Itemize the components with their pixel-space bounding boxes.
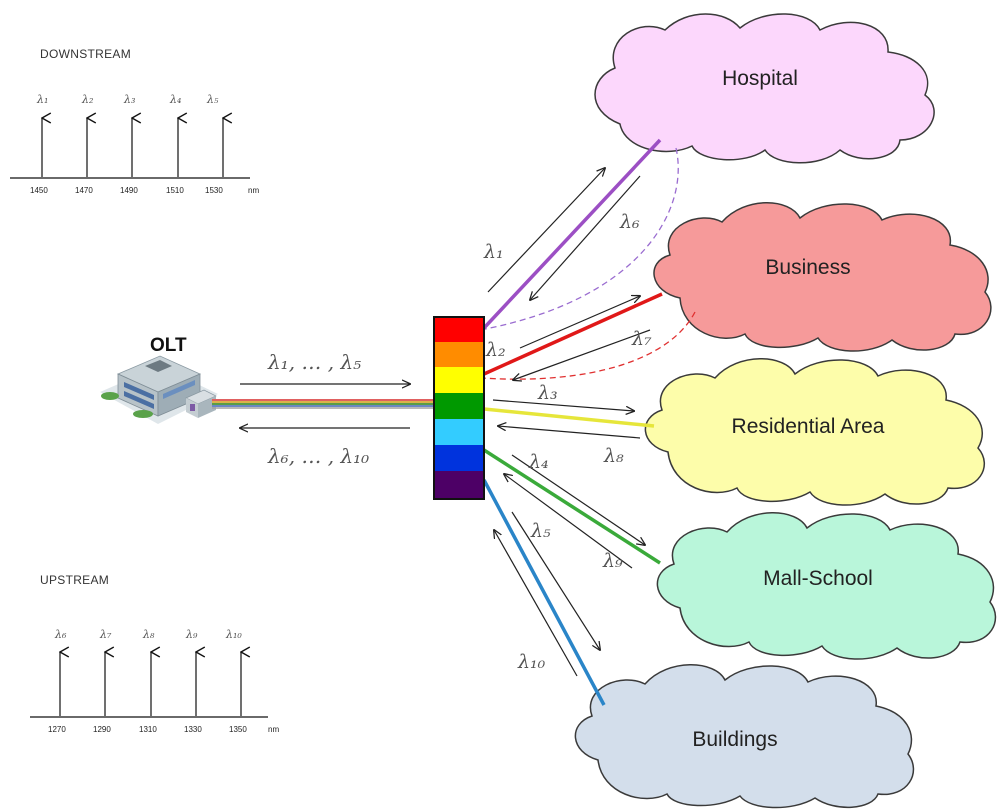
- cloud-hospital-label: Hospital: [722, 67, 798, 90]
- downstream-tick-3: 1490: [120, 186, 138, 195]
- arrow-lambda7-up: [513, 329, 651, 380]
- downstream-lambda-2: λ₂: [81, 93, 93, 106]
- demux-band-7: [434, 471, 484, 499]
- upstream-spectrum: UPSTREAM λ₆ 1270 λ₇ 1290 λ₈ 1310 λ₉ 1330…: [30, 573, 279, 734]
- upstream-lambda-4: λ₉: [185, 628, 198, 641]
- demux-filter: [433, 316, 485, 500]
- label-lambda7: λ₇: [631, 328, 652, 350]
- demux-band-5: [434, 419, 484, 445]
- cloud-residential-label: Residential Area: [732, 415, 885, 438]
- upstream-lambda-5: λ₁₀: [225, 628, 242, 641]
- upstream-line-4: λ₉ 1330: [184, 628, 202, 734]
- olt-upstream-label: λ₆, … , λ₁₀: [267, 444, 369, 468]
- downstream-title: DOWNSTREAM: [40, 47, 131, 61]
- label-lambda10: λ₁₀: [517, 651, 546, 673]
- label-lambda1: λ₁: [483, 241, 504, 263]
- downstream-line-3: λ₃ 1490: [120, 93, 138, 195]
- fiber-hospital: [482, 138, 662, 330]
- demux-band-4: [434, 393, 484, 419]
- upstream-unit: nm: [268, 725, 279, 734]
- label-lambda9: λ₉: [602, 550, 623, 572]
- demux-band-1: [434, 317, 484, 342]
- cloud-business-label: Business: [765, 256, 850, 279]
- cloud-mall-school-shape: [656, 512, 997, 660]
- cloud-residential-shape: [644, 358, 985, 506]
- demux-band-3: [434, 367, 484, 393]
- arrow-lambda10-up: [494, 530, 578, 677]
- olt-label: OLT: [150, 335, 187, 356]
- arrow-lambda1-down: [487, 168, 605, 293]
- label-lambda6: λ₆: [619, 211, 640, 233]
- arrow-lambda2-down: [519, 296, 640, 349]
- upstream-tick-2: 1290: [93, 725, 111, 734]
- cloud-residential: Residential Area: [644, 358, 985, 506]
- arrow-lambda4-down: [511, 454, 645, 545]
- hospital-return-dashed: [479, 147, 679, 331]
- upstream-line-3: λ₈ 1310: [139, 628, 157, 734]
- label-lambda3: λ₃: [537, 382, 558, 404]
- cloud-business: Business: [653, 202, 992, 352]
- cloud-buildings-shape: [574, 664, 915, 809]
- arrow-lambda8-up: [498, 426, 641, 439]
- upstream-lambda-1: λ₆: [54, 628, 67, 641]
- downstream-spectrum: DOWNSTREAM λ₁ 1450 λ₂ 1470 λ₃ 1490 λ₄ 15…: [10, 47, 259, 195]
- downstream-line-2: λ₂ 1470: [75, 93, 93, 195]
- upstream-tick-1: 1270: [48, 725, 66, 734]
- downstream-lambda-1: λ₁: [36, 93, 48, 106]
- upstream-lambda-2: λ₇: [99, 628, 112, 641]
- upstream-title: UPSTREAM: [40, 573, 109, 587]
- downstream-tick-5: 1530: [205, 186, 223, 195]
- cloud-buildings-label: Buildings: [692, 728, 777, 751]
- downstream-tick-2: 1470: [75, 186, 93, 195]
- demux-border: [433, 316, 485, 500]
- cloud-buildings: Buildings: [574, 664, 915, 809]
- upstream-line-1: λ₆ 1270: [48, 628, 67, 734]
- arrow-lambda9-up: [504, 474, 633, 569]
- cloud-hospital-shape: [594, 13, 935, 164]
- downstream-line-5: λ₅ 1530: [205, 93, 223, 195]
- downstream-tick-1: 1450: [30, 186, 48, 195]
- upstream-lambda-3: λ₈: [142, 628, 155, 641]
- downstream-line-4: λ₄ 1510: [166, 93, 184, 195]
- label-lambda4: λ₄: [528, 451, 549, 473]
- upstream-tick-4: 1330: [184, 725, 202, 734]
- downstream-tick-4: 1510: [166, 186, 184, 195]
- upstream-tick-5: 1350: [229, 725, 247, 734]
- label-lambda8: λ₈: [603, 445, 624, 467]
- cloud-mall-school-label: Mall-School: [763, 567, 873, 590]
- fiber-business: [483, 292, 663, 376]
- downstream-lambda-3: λ₃: [123, 93, 135, 106]
- fiber-buildings: [482, 479, 606, 706]
- arrow-lambda3-down: [492, 399, 634, 411]
- arrow-lambda6-up: [530, 175, 641, 300]
- demux-band-2: [434, 342, 484, 367]
- downstream-lambda-5: λ₅: [206, 93, 219, 106]
- upstream-tick-3: 1310: [139, 725, 157, 734]
- demux-band-6: [434, 445, 484, 471]
- upstream-line-5: λ₁₀ 1350: [225, 628, 247, 734]
- olt-node: OLT: [100, 335, 434, 468]
- downstream-lambda-4: λ₄: [169, 93, 181, 106]
- arrow-lambda5-down: [511, 511, 600, 650]
- label-lambda5: λ₅: [530, 520, 551, 542]
- olt-building-icon: [100, 355, 218, 424]
- downstream-line-1: λ₁ 1450: [30, 93, 48, 195]
- cloud-mall-school: Mall-School: [656, 512, 997, 660]
- fiber-mall-school: [483, 448, 661, 565]
- cloud-business-shape: [653, 202, 992, 352]
- cloud-hospital: Hospital: [594, 13, 935, 164]
- downstream-unit: nm: [248, 186, 259, 195]
- olt-trunk-fiber: [212, 399, 434, 409]
- upstream-line-2: λ₇ 1290: [93, 628, 112, 734]
- label-lambda2: λ₂: [485, 339, 506, 361]
- fiber-residential: [483, 407, 655, 428]
- olt-downstream-label: λ₁, … , λ₅: [267, 350, 361, 374]
